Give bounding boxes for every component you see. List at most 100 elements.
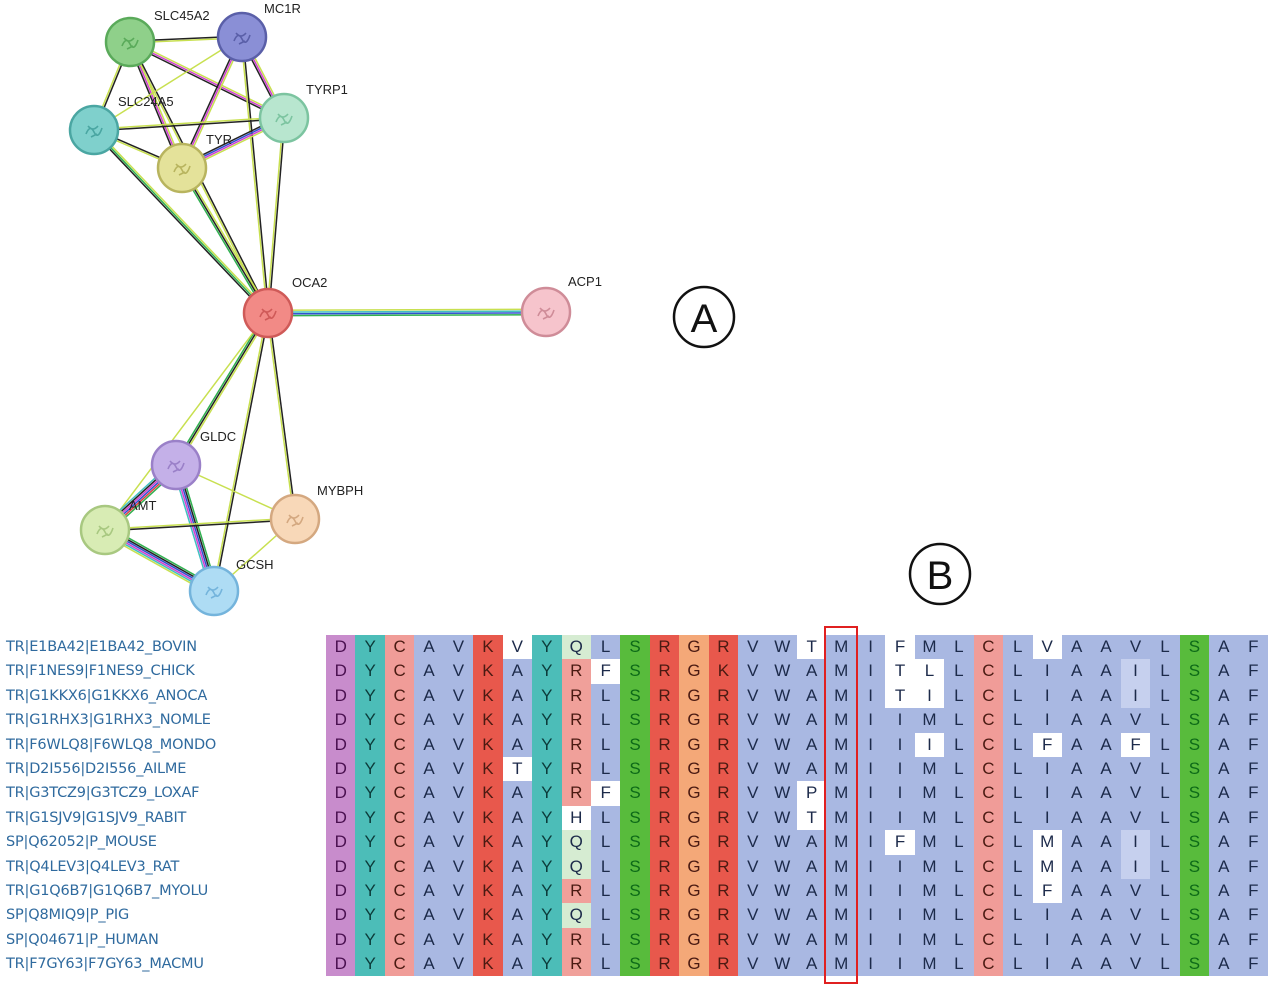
residue-cell: K: [473, 805, 503, 831]
residue-cell: A: [502, 805, 533, 831]
residue-cell: D: [326, 927, 356, 953]
residue-cell: V: [443, 854, 474, 879]
node-circle[interactable]: [242, 287, 294, 339]
node-circle[interactable]: [216, 11, 268, 63]
edge-evidence-line: [129, 41, 285, 119]
edge-evidence-line: [268, 312, 547, 315]
node-circle[interactable]: [258, 92, 310, 144]
residue-cell: A: [502, 683, 533, 709]
node-gldc[interactable]: GLDC: [150, 429, 236, 491]
residue-cell: V: [1120, 927, 1151, 953]
edge-mc1r-slc24a5: [93, 36, 243, 131]
residue-cell: S: [620, 781, 650, 806]
residue-cell: R: [708, 878, 739, 904]
residue-cell: D: [326, 635, 356, 660]
residue-cell: R: [708, 830, 739, 855]
node-circle[interactable]: [150, 439, 202, 491]
residue-cell: F: [1238, 635, 1268, 660]
node-mybph[interactable]: MYBPH: [269, 483, 363, 545]
residue-cell: L: [590, 635, 621, 660]
node-tyrp1[interactable]: TYRP1: [258, 82, 348, 144]
node-circle[interactable]: [188, 565, 240, 617]
residue-cell: A: [502, 952, 533, 977]
edge-evidence-line: [104, 312, 269, 531]
node-label: ACP1: [568, 274, 602, 289]
edge-evidence-line: [182, 166, 271, 313]
residue-cell: A: [1209, 683, 1239, 709]
residue-cell: F: [885, 635, 915, 660]
residue-cell: R: [649, 952, 680, 977]
residue-cell: R: [708, 952, 739, 977]
node-slc24a5[interactable]: SLC24A5: [68, 94, 174, 156]
residue-cell: I: [914, 732, 945, 757]
residue-cell: A: [414, 732, 444, 757]
node-circle[interactable]: [68, 104, 120, 156]
residue-cell: L: [590, 952, 621, 977]
residue-cell: I: [1032, 805, 1062, 831]
residue-cell: C: [973, 927, 1004, 953]
residue-cell: I: [1032, 683, 1062, 709]
residue-cell: Y: [355, 903, 385, 928]
residue-cell: D: [326, 732, 356, 757]
residue-cell: R: [708, 927, 739, 953]
residue-cell: S: [620, 756, 650, 782]
residue-cell: L: [1150, 830, 1180, 855]
residue-cell: V: [1032, 635, 1062, 660]
residue-cell: I: [855, 683, 886, 709]
residue-cell: G: [679, 708, 709, 733]
residue-cell: M: [826, 732, 856, 757]
residue-cell: F: [1032, 878, 1062, 904]
residue-cell: M: [914, 878, 945, 904]
edge-evidence-line: [176, 313, 271, 467]
residue-cell: L: [1003, 732, 1033, 757]
residue-cell: F: [1238, 683, 1268, 709]
residue-cell: A: [502, 732, 533, 757]
residue-cell: K: [473, 683, 503, 709]
node-gcsh[interactable]: GCSH: [188, 557, 274, 617]
node-acp1[interactable]: ACP1: [520, 274, 602, 338]
residue-cell: S: [1179, 756, 1210, 782]
protein-structure-icon: [121, 37, 139, 50]
residue-cell: M: [826, 781, 856, 806]
residue-cell: A: [1209, 927, 1239, 953]
residue-cell: D: [326, 756, 356, 782]
residue-cell: F: [1238, 659, 1268, 684]
node-circle[interactable]: [79, 504, 131, 556]
residue-cell: M: [826, 805, 856, 831]
residue-cell: L: [944, 854, 974, 879]
sequence-name: TR|Q4LEV3|Q4LEV3_RAT: [6, 858, 180, 875]
residue-cell: A: [1061, 683, 1092, 709]
node-amt[interactable]: AMT: [79, 498, 157, 556]
protein-structure-icon: [205, 586, 223, 599]
node-oca2[interactable]: OCA2: [242, 275, 327, 339]
residue-cell: A: [414, 708, 444, 733]
residue-cell: I: [855, 830, 886, 855]
node-tyr[interactable]: TYR: [156, 132, 232, 194]
residue-cell: I: [855, 805, 886, 831]
residue-cell: R: [649, 781, 680, 806]
residue-cell: Y: [355, 952, 385, 977]
sequence-name: SP|Q8MIQ9|P_PIG: [6, 907, 130, 924]
residue-cell: T: [885, 659, 915, 684]
node-circle[interactable]: [269, 493, 321, 545]
node-mc1r[interactable]: MC1R: [216, 1, 301, 63]
residue-cell: A: [1209, 830, 1239, 855]
residue-cell: V: [1120, 635, 1151, 660]
node-circle[interactable]: [104, 16, 156, 68]
residue-cell: D: [326, 708, 356, 733]
residue-cell: L: [944, 927, 974, 953]
node-circle[interactable]: [156, 142, 208, 194]
node-slc45a2[interactable]: SLC45A2: [104, 8, 210, 68]
residue-cell: D: [326, 903, 356, 928]
node-label: MYBPH: [317, 483, 363, 498]
residue-cell: A: [1061, 781, 1092, 806]
residue-cell: A: [1209, 903, 1239, 928]
residue-cell: A: [797, 659, 827, 684]
residue-cell: R: [561, 708, 591, 733]
node-circle[interactable]: [520, 286, 572, 338]
residue-cell: S: [1179, 805, 1210, 831]
